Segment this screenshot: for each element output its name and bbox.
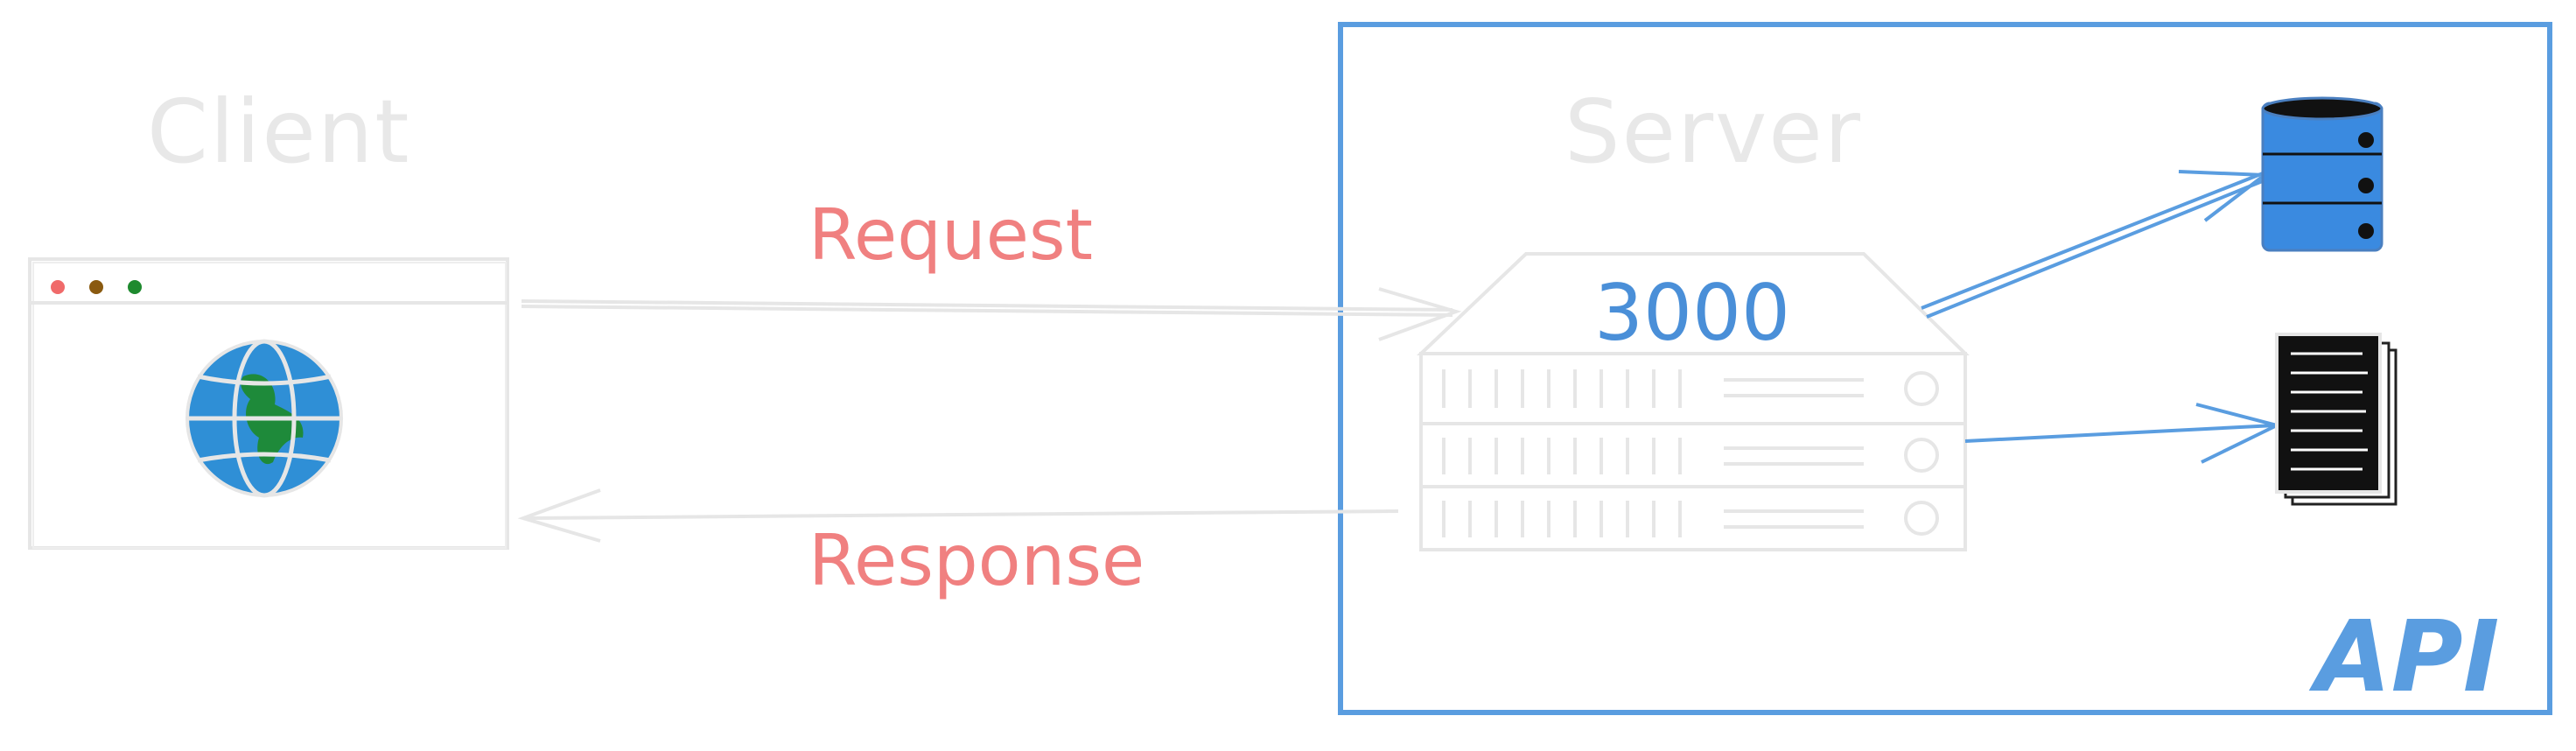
request-arrow [521,287,1462,341]
response-label: Response [808,520,1145,601]
client-title: Client [147,81,411,183]
globe-icon [186,339,343,498]
response-arrow [517,488,1399,543]
server-title: Server [1564,81,1862,183]
window-close-dot [51,280,65,294]
window-maximize-dot [128,280,142,294]
database-icon [2261,96,2384,252]
files-arrow [1964,403,2282,464]
server-rack-icon [1416,252,1970,551]
request-label: Request [808,194,1093,276]
api-label: API [2315,600,2500,714]
window-minimize-dot [89,280,103,294]
server-port-label: 3000 [1594,268,1790,358]
browser-window-icon [28,257,509,550]
database-arrow [1921,170,2270,319]
file-stack-icon [2275,333,2398,506]
api-boundary [1338,22,2552,715]
